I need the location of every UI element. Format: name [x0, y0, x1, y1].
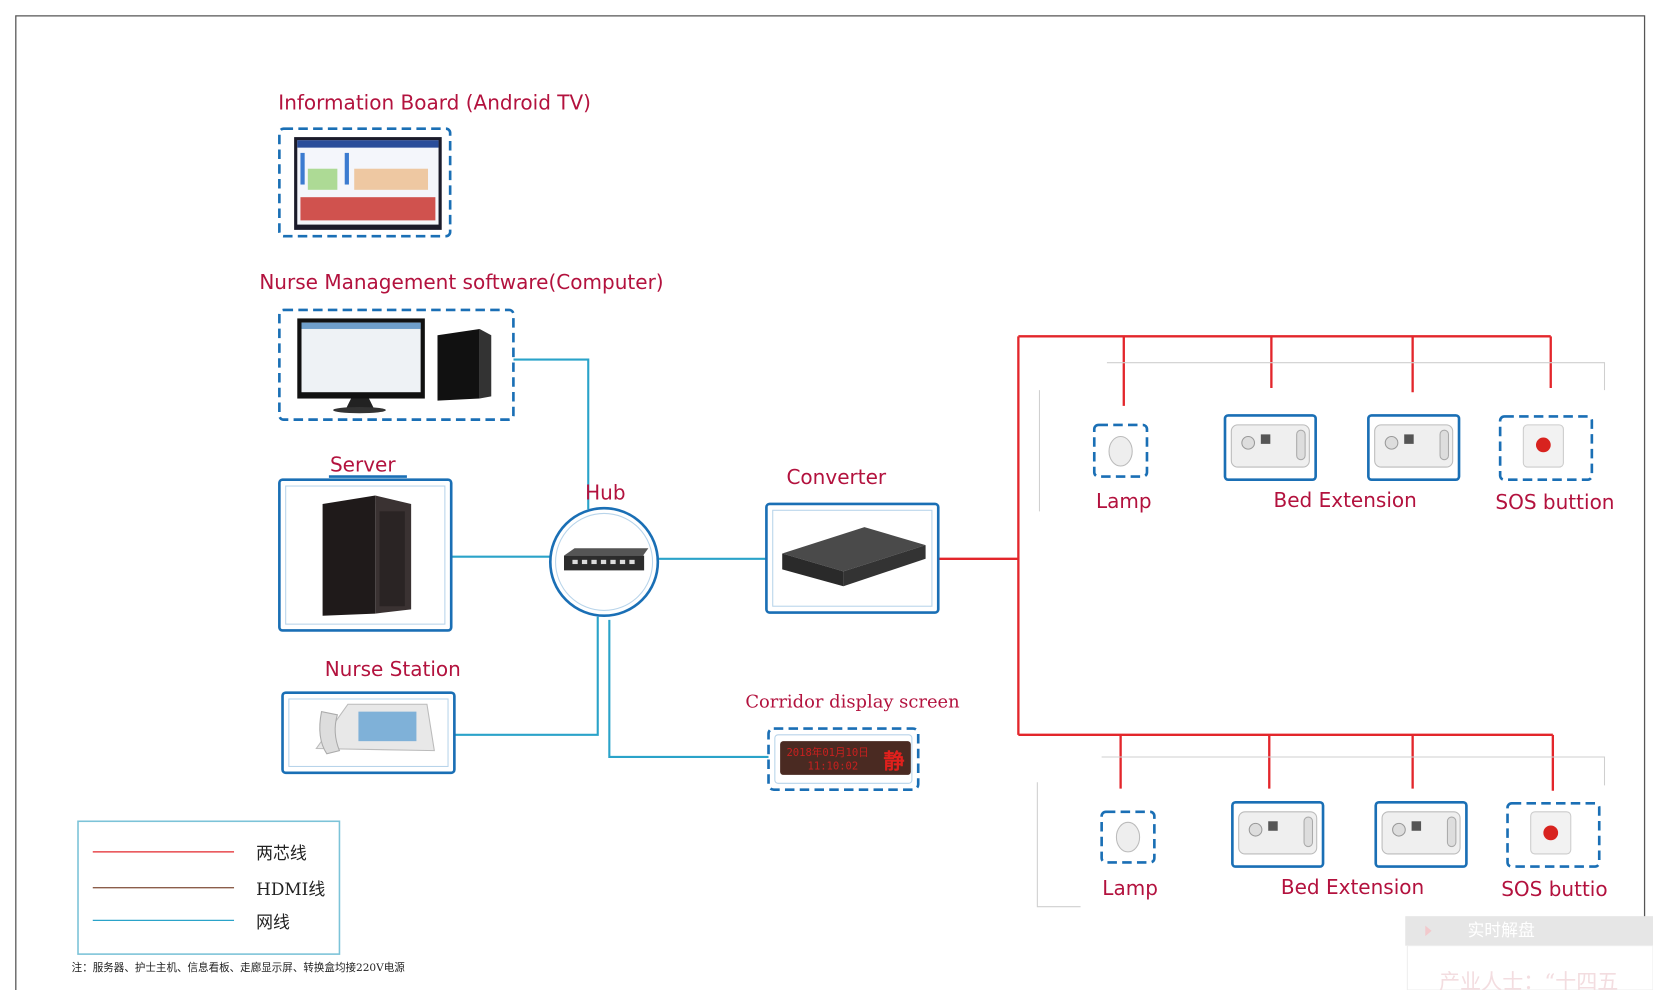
legend-label: 两芯线: [256, 843, 307, 863]
sos-label: SOS buttio: [1501, 877, 1607, 901]
converter-icon: [765, 502, 940, 614]
nurse-station-label: Nurse Station: [325, 657, 461, 681]
led-time: 11:10:02: [808, 761, 859, 773]
sos-label: SOS buttion: [1495, 490, 1614, 514]
lamp-label: Lamp: [1096, 489, 1152, 513]
led-date: 2018年01月10日: [786, 746, 868, 759]
bed-extension-label: Bed Extension: [1273, 488, 1416, 512]
bed-extension-icon: [1374, 800, 1468, 868]
terminal-group-bottom: Lamp Bed Extension SOS buttio: [1100, 800, 1608, 901]
sos-button-icon: [1506, 802, 1601, 868]
legend: 两芯线 HDMI线 网线: [77, 820, 341, 955]
corridor-led-screen: 2018年01月10日 11:10:02 静: [767, 727, 920, 791]
page-frame: [15, 15, 1646, 990]
network-cables: [451, 358, 769, 759]
news-overlay: 实时解盘 产业人士：“十四五: [1405, 916, 1653, 990]
bed-extension-icon: [1367, 414, 1461, 482]
lamp-label: Lamp: [1102, 876, 1158, 900]
group-outlines: [1036, 362, 1606, 908]
lamp-icon: [1092, 423, 1149, 478]
power-note: 注：服务器、护士主机、信息看板、走廊显示屏、转换盒均接220V电源: [72, 961, 406, 974]
legend-label: HDMI线: [256, 879, 325, 899]
computer-icon: [278, 308, 515, 421]
terminal-group-top: Lamp Bed Extension SOS buttion: [1092, 414, 1615, 514]
hub-icon: [548, 506, 660, 618]
bed-extension-icon: [1223, 414, 1317, 482]
server-label: Server: [330, 452, 396, 476]
nurse-mgmt-label: Nurse Management software(Computer): [259, 270, 663, 294]
two-core-cables: [938, 335, 1555, 791]
overlay-headline: 产业人士：“十四五: [1439, 969, 1618, 990]
bed-extension-label: Bed Extension: [1281, 875, 1424, 899]
info-board-device: [278, 127, 452, 238]
legend-label: 网线: [256, 912, 290, 932]
hub-label: Hub: [585, 481, 625, 505]
server-icon: [278, 478, 453, 632]
led-mode: 静: [883, 749, 904, 774]
bed-extension-icon: [1231, 800, 1325, 868]
overlay-title: 实时解盘: [1467, 920, 1535, 940]
nurse-station-phone-icon: [281, 691, 456, 775]
lamp-icon: [1100, 810, 1156, 864]
sos-button-icon: [1498, 415, 1594, 482]
corridor-label: Corridor display screen: [745, 691, 960, 712]
converter-label: Converter: [786, 465, 886, 489]
info-board-label: Information Board (Android TV): [278, 91, 591, 115]
